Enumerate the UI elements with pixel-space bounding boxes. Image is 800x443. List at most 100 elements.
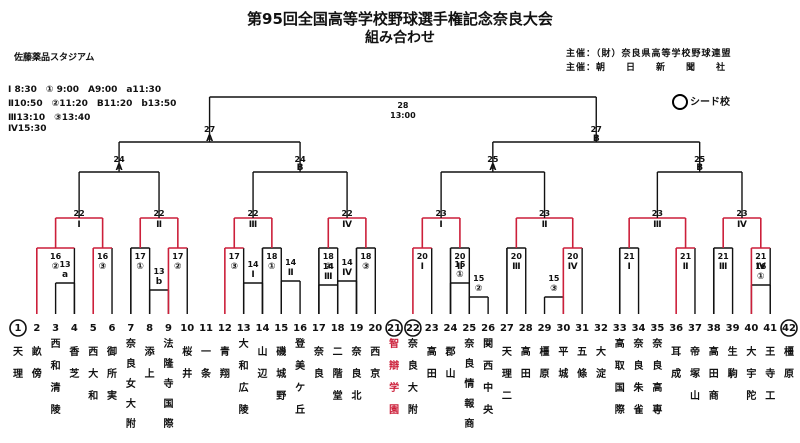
round2-slot: Ⅰ <box>421 262 424 272</box>
round2-slot: Ⅳ <box>756 262 766 272</box>
team-name-char: 堂 <box>333 389 343 402</box>
team-number: 36 <box>669 323 683 334</box>
seed-circle <box>385 319 403 337</box>
team-number: 14 <box>256 323 270 334</box>
team-name-char: 橿 <box>784 345 794 358</box>
team-name-char: 上 <box>145 367 155 380</box>
round1-slot: Ⅲ <box>324 272 333 282</box>
round2-slot: ① <box>268 262 276 272</box>
team-number: 17 <box>312 323 326 334</box>
team-name-char: 傍 <box>32 367 42 380</box>
final-day: 28 <box>397 101 409 110</box>
team-name-char: 平 <box>558 346 568 358</box>
team-name-char: 取 <box>615 360 626 372</box>
team-name-char: 奈 <box>651 337 663 350</box>
team-name-char: 商 <box>709 389 719 402</box>
final-time: 13:00 <box>390 111 416 120</box>
team-name-char: 広 <box>239 381 249 394</box>
team-number: 21 <box>387 323 401 334</box>
team-name-char: 情 <box>464 377 474 390</box>
team-name-char: 田 <box>709 368 719 380</box>
round2-day: 17 <box>229 252 240 261</box>
team-name-char: 一 <box>201 347 211 358</box>
round2-slot: Ⅲ <box>512 262 521 272</box>
team-name-char: 添 <box>145 345 156 358</box>
round2-slot: ③ <box>230 262 238 272</box>
team-name-char: 生 <box>728 345 738 358</box>
round3-slot: Ⅲ <box>653 220 662 230</box>
schedule-line-1: Ⅰ 8:30 ① 9:00 A9:00 a11:30 <box>8 85 162 95</box>
round2-day: 18 <box>266 252 278 261</box>
schedule-line-2: Ⅱ10:50 ②11:20 B11:20 b13:50 <box>8 99 177 109</box>
team-name-char: 奈 <box>407 337 419 350</box>
team-number: 22 <box>406 323 420 334</box>
team-name-char: 陀 <box>746 389 756 402</box>
round1-slot: ① <box>757 272 765 282</box>
round1-day: 16 <box>755 262 767 271</box>
round2-day: 17 <box>172 252 183 261</box>
team-number: 3 <box>52 323 59 334</box>
team-name-char: 学 <box>389 381 399 394</box>
team-name-char: 奈 <box>350 345 362 358</box>
round2-day: 17 <box>135 252 146 261</box>
team-number: 31 <box>575 323 589 334</box>
team-name-char: 寺 <box>163 377 173 390</box>
team-name-char: 理 <box>502 368 512 380</box>
round2-day: 21 <box>718 252 730 261</box>
team-name-char: 法 <box>163 337 173 350</box>
team-number: 7 <box>127 323 134 334</box>
round1-slot: ① <box>456 270 464 280</box>
team-name-char: 北 <box>351 389 361 402</box>
team-name-char: 大 <box>126 397 136 410</box>
team-name-char: 城 <box>276 367 286 380</box>
team-number: 23 <box>425 323 439 334</box>
team-name-char: 良 <box>408 359 418 372</box>
team-number: 29 <box>538 323 552 334</box>
team-name-char: 関 <box>483 338 493 350</box>
team-name-char: 成 <box>671 367 681 380</box>
seed-circle <box>9 319 27 337</box>
round2-day: 20 <box>511 252 523 261</box>
round2-slot: ① <box>136 262 144 272</box>
team-number: 19 <box>350 323 364 334</box>
team-name-char: 所 <box>107 367 117 380</box>
team-number: 33 <box>613 323 627 334</box>
team-name-char: 実 <box>107 389 117 402</box>
team-name-char: 王 <box>765 346 775 358</box>
team-name-char: 理 <box>13 368 23 380</box>
team-number: 9 <box>165 323 172 334</box>
team-name-char: ケ <box>295 382 305 394</box>
team-name-char: 隆 <box>163 357 174 370</box>
round1-slot: Ⅱ <box>288 268 294 278</box>
team-name-char: 和 <box>87 389 98 402</box>
round2-day: 21 <box>680 252 692 261</box>
team-name-char: 園 <box>389 404 399 416</box>
team-name-char: 井 <box>182 367 192 380</box>
team-name-char: 二 <box>333 346 343 358</box>
team-number: 28 <box>519 323 533 334</box>
team-name-char: 奈 <box>463 337 475 350</box>
team-name-char: 高 <box>521 345 531 358</box>
round2-day: 20 <box>417 252 429 261</box>
team-number: 41 <box>763 323 777 334</box>
round2-slot: Ⅳ <box>568 262 578 272</box>
team-name-char: 京 <box>370 367 380 380</box>
team-number: 20 <box>368 323 382 334</box>
round2-slot: Ⅱ <box>457 262 463 272</box>
round3-slot: Ⅲ <box>249 220 258 230</box>
team-name-char: 大 <box>88 367 98 380</box>
organizer-main: 主催：（財）奈良県高等学校野球連盟 <box>566 49 732 59</box>
team-name-char: 良 <box>314 367 324 380</box>
team-number: 38 <box>707 323 721 334</box>
team-number: 24 <box>444 323 458 334</box>
team-name-char: 際 <box>163 417 173 430</box>
team-name-char: 山 <box>690 389 700 402</box>
team-name-char: 帝 <box>690 345 700 358</box>
team-name-char: 桜 <box>182 345 192 358</box>
team-name-char: 専 <box>652 403 662 416</box>
team-name-char: 條 <box>577 367 588 380</box>
team-number: 34 <box>632 323 646 334</box>
team-number: 27 <box>500 323 514 334</box>
round2-slot: ② <box>324 262 332 272</box>
team-name-char: 美 <box>295 359 306 372</box>
